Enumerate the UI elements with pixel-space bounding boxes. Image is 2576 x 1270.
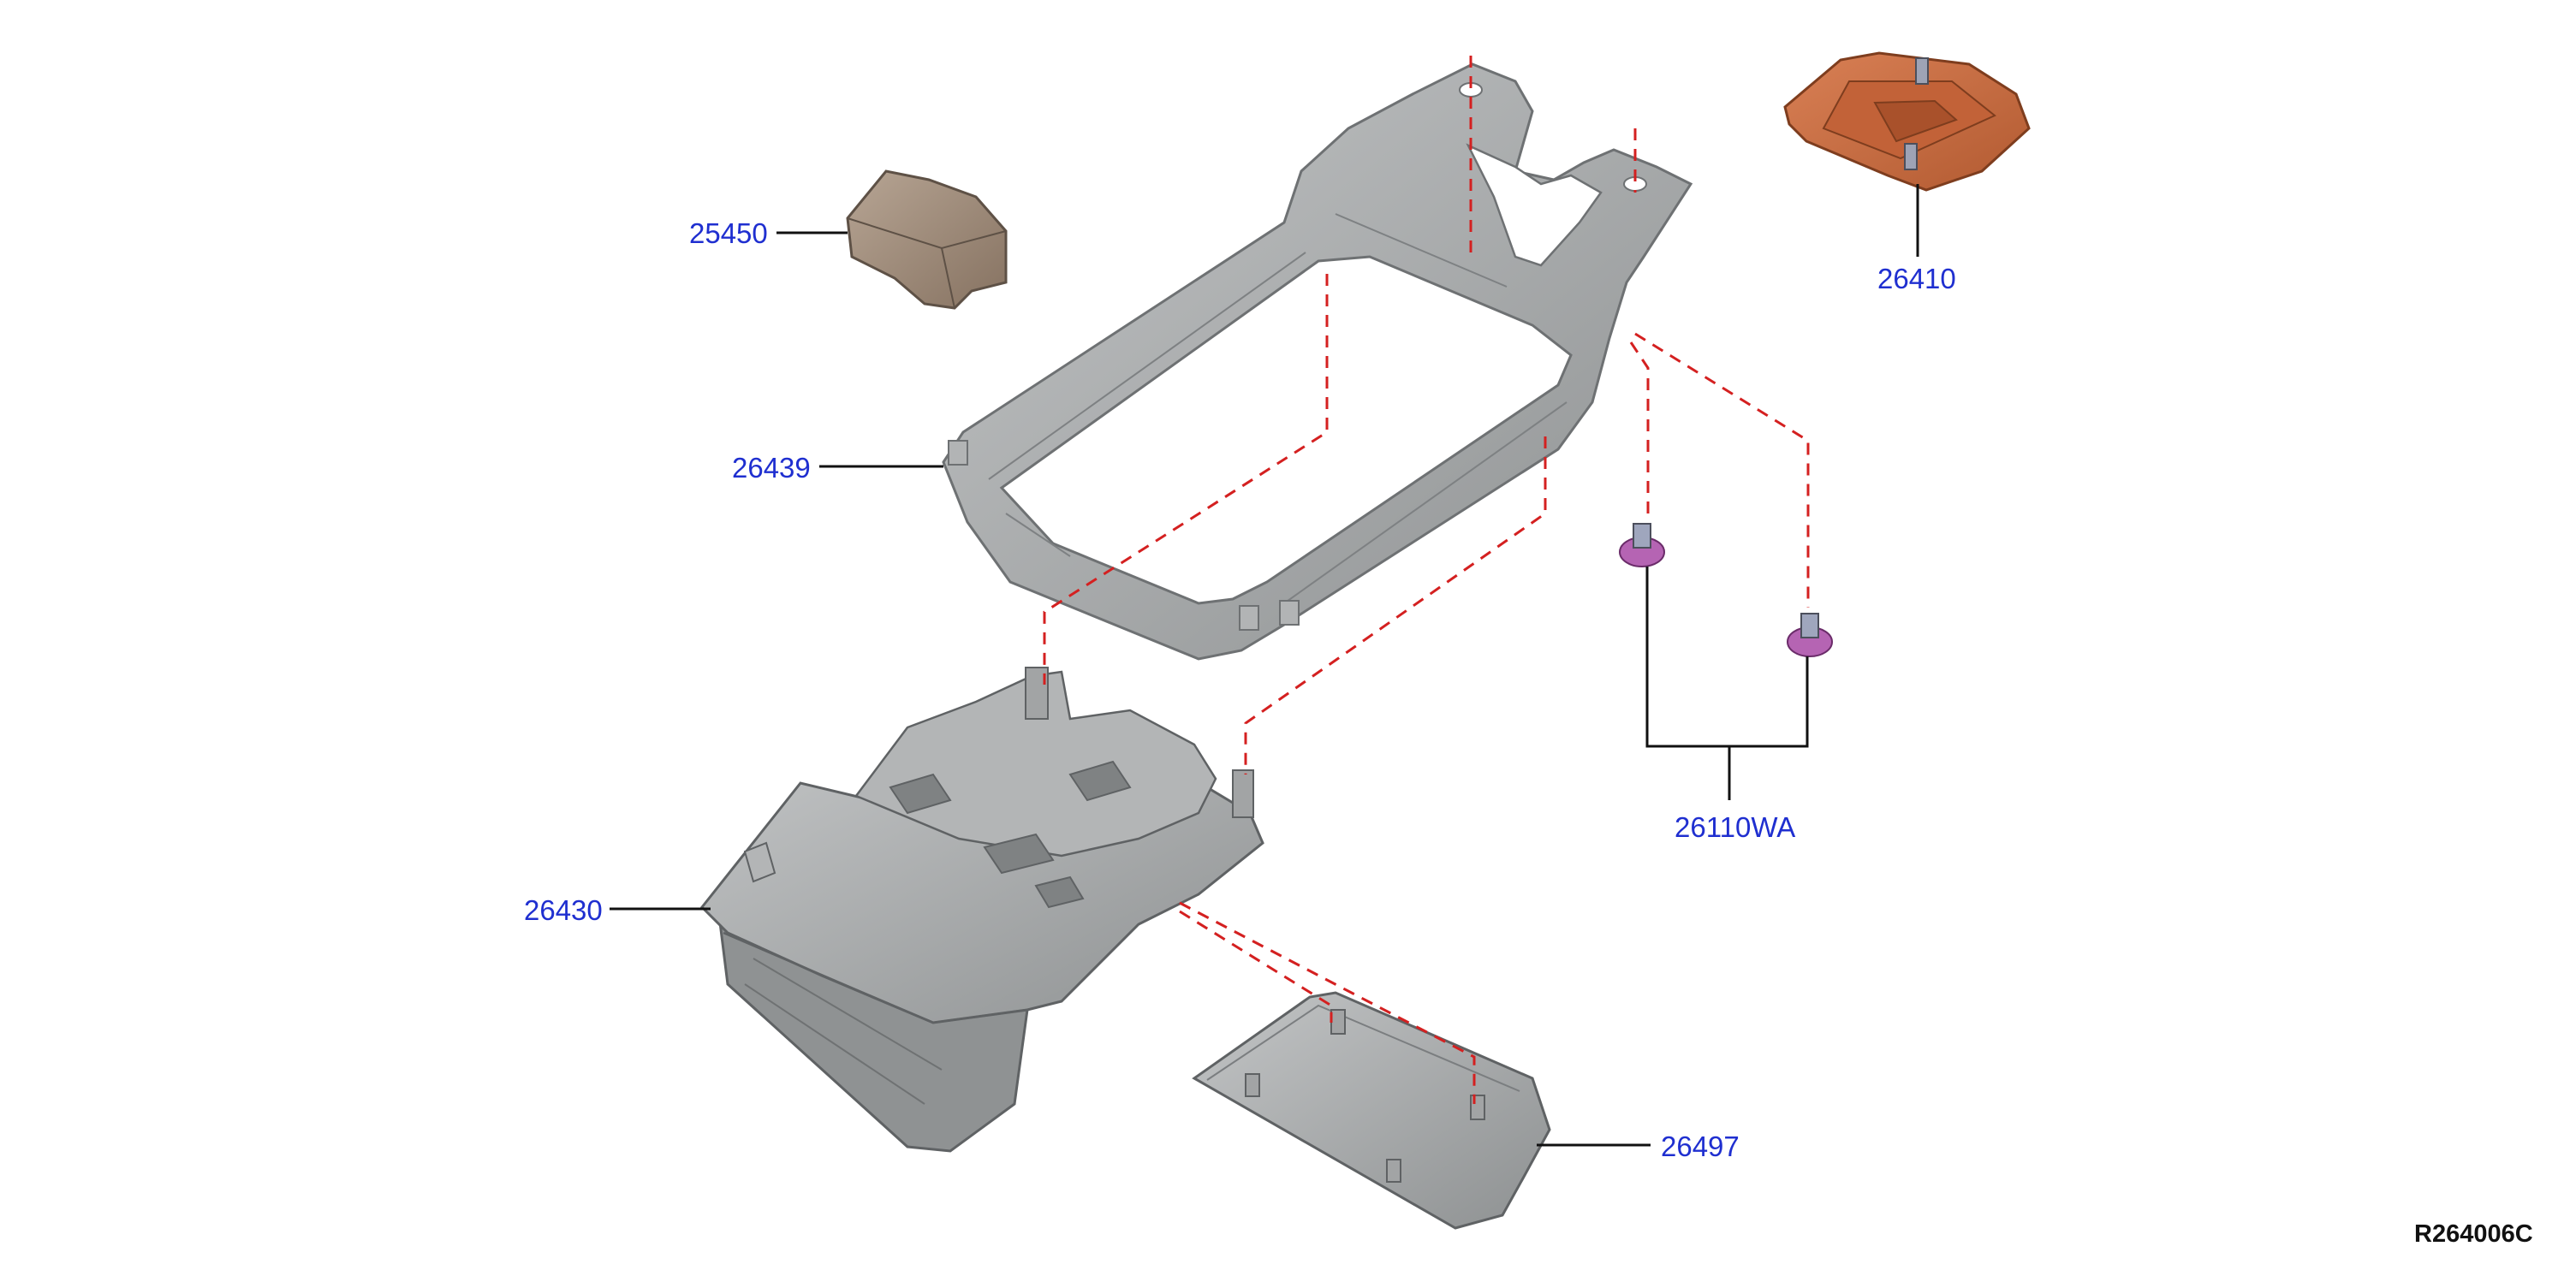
part-26110wa-clip-2 [1787,613,1833,657]
callout-26439: 26439 [732,452,811,484]
part-26430-housing [699,667,1264,1153]
callout-26410: 26410 [1877,263,1956,294]
callout-26110wa: 26110WA [1675,811,1796,843]
part-26439-frame [942,62,1693,661]
callout-25450: 25450 [689,217,768,249]
part-26497-cover [1192,991,1551,1230]
part-26410-lamp [1783,51,2031,192]
leader-lines [610,184,1919,1147]
part-25450-bracket [846,169,1008,310]
assembly-dashed-lines [1043,56,1810,1104]
reference-code: R264006C [2414,1220,2533,1248]
callout-26497: 26497 [1661,1131,1740,1162]
part-26110wa-clip-1 [1619,523,1665,567]
callout-26430: 26430 [524,894,603,926]
